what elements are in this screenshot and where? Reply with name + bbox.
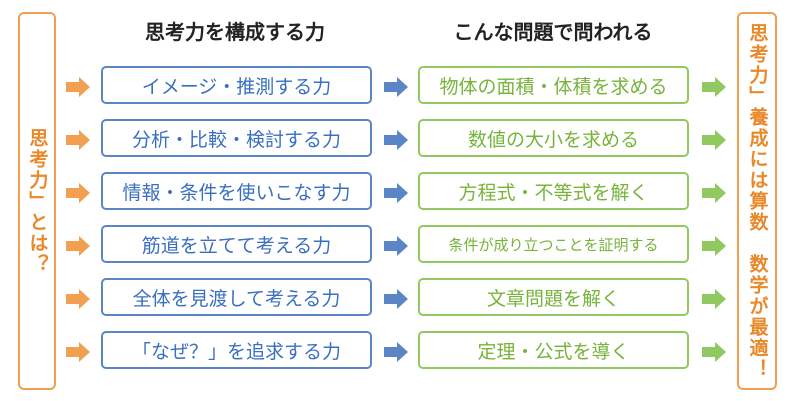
problem-box: 定理・公式を導く bbox=[418, 331, 689, 369]
left-column-header: 思考力を構成する力 bbox=[145, 20, 325, 44]
problem-label: 方程式・不等式を解く bbox=[458, 181, 649, 204]
skill-box: 情報・条件を使いこなす力 bbox=[101, 172, 372, 210]
problem-box: 物体の面積・体積を求める bbox=[418, 66, 689, 104]
skill-box: 筋道を立てて考える力 bbox=[101, 225, 372, 263]
green-arrow-icon bbox=[702, 289, 726, 313]
orange-arrow-icon bbox=[66, 236, 90, 260]
skill-label: 分析・比較・検討する力 bbox=[131, 128, 341, 151]
orange-arrow-icon bbox=[66, 130, 90, 154]
problem-label: 物体の面積・体積を求める bbox=[439, 75, 668, 98]
blue-arrow-icon bbox=[384, 289, 408, 313]
orange-arrow-icon bbox=[66, 183, 90, 207]
skill-label: 全体を見渡して考える力 bbox=[132, 287, 341, 310]
skill-label: 情報・条件を使いこなす力 bbox=[122, 181, 351, 204]
green-arrow-icon bbox=[702, 130, 726, 154]
green-arrow-icon bbox=[702, 342, 726, 366]
skill-box: 「なぜ？」を追求する力 bbox=[101, 331, 372, 369]
skill-box: イメージ・推測する力 bbox=[101, 66, 372, 104]
orange-arrow-icon bbox=[66, 77, 90, 101]
skill-label: 筋道を立てて考える力 bbox=[141, 234, 332, 257]
green-arrow-icon bbox=[702, 77, 726, 101]
problem-box: 条件が成り立つことを証明する bbox=[418, 225, 689, 263]
blue-arrow-icon bbox=[384, 236, 408, 260]
orange-arrow-icon bbox=[66, 342, 90, 366]
blue-arrow-icon bbox=[384, 130, 408, 154]
right-side-label: 思考力」養成には算数 数学が最適！ bbox=[746, 22, 769, 380]
blue-arrow-icon bbox=[384, 77, 408, 101]
problem-label: 定理・公式を導く bbox=[477, 340, 630, 363]
skill-box: 分析・比較・検討する力 bbox=[101, 119, 372, 157]
blue-arrow-icon bbox=[384, 183, 408, 207]
right-side-label-box: 思考力」養成には算数 数学が最適！ bbox=[737, 12, 777, 390]
green-arrow-icon bbox=[702, 183, 726, 207]
problem-box: 数値の大小を求める bbox=[418, 119, 689, 157]
problem-label: 条件が成り立つことを証明する bbox=[448, 235, 659, 254]
skill-label: 「なぜ？」を追求する力 bbox=[131, 340, 341, 363]
problem-label: 文章問題を解く bbox=[486, 287, 620, 310]
orange-arrow-icon bbox=[66, 289, 90, 313]
green-arrow-icon bbox=[702, 236, 726, 260]
blue-arrow-icon bbox=[384, 342, 408, 366]
skill-box: 全体を見渡して考える力 bbox=[101, 278, 372, 316]
problem-label: 数値の大小を求める bbox=[467, 128, 639, 151]
problem-box: 文章問題を解く bbox=[418, 278, 689, 316]
right-column-header: こんな問題で問われる bbox=[453, 20, 653, 44]
problem-box: 方程式・不等式を解く bbox=[418, 172, 689, 210]
skill-label: イメージ・推測する力 bbox=[141, 75, 332, 98]
left-side-label-box: 思考力」とは？ bbox=[18, 12, 56, 390]
left-side-label: 思考力」とは？ bbox=[26, 127, 49, 275]
